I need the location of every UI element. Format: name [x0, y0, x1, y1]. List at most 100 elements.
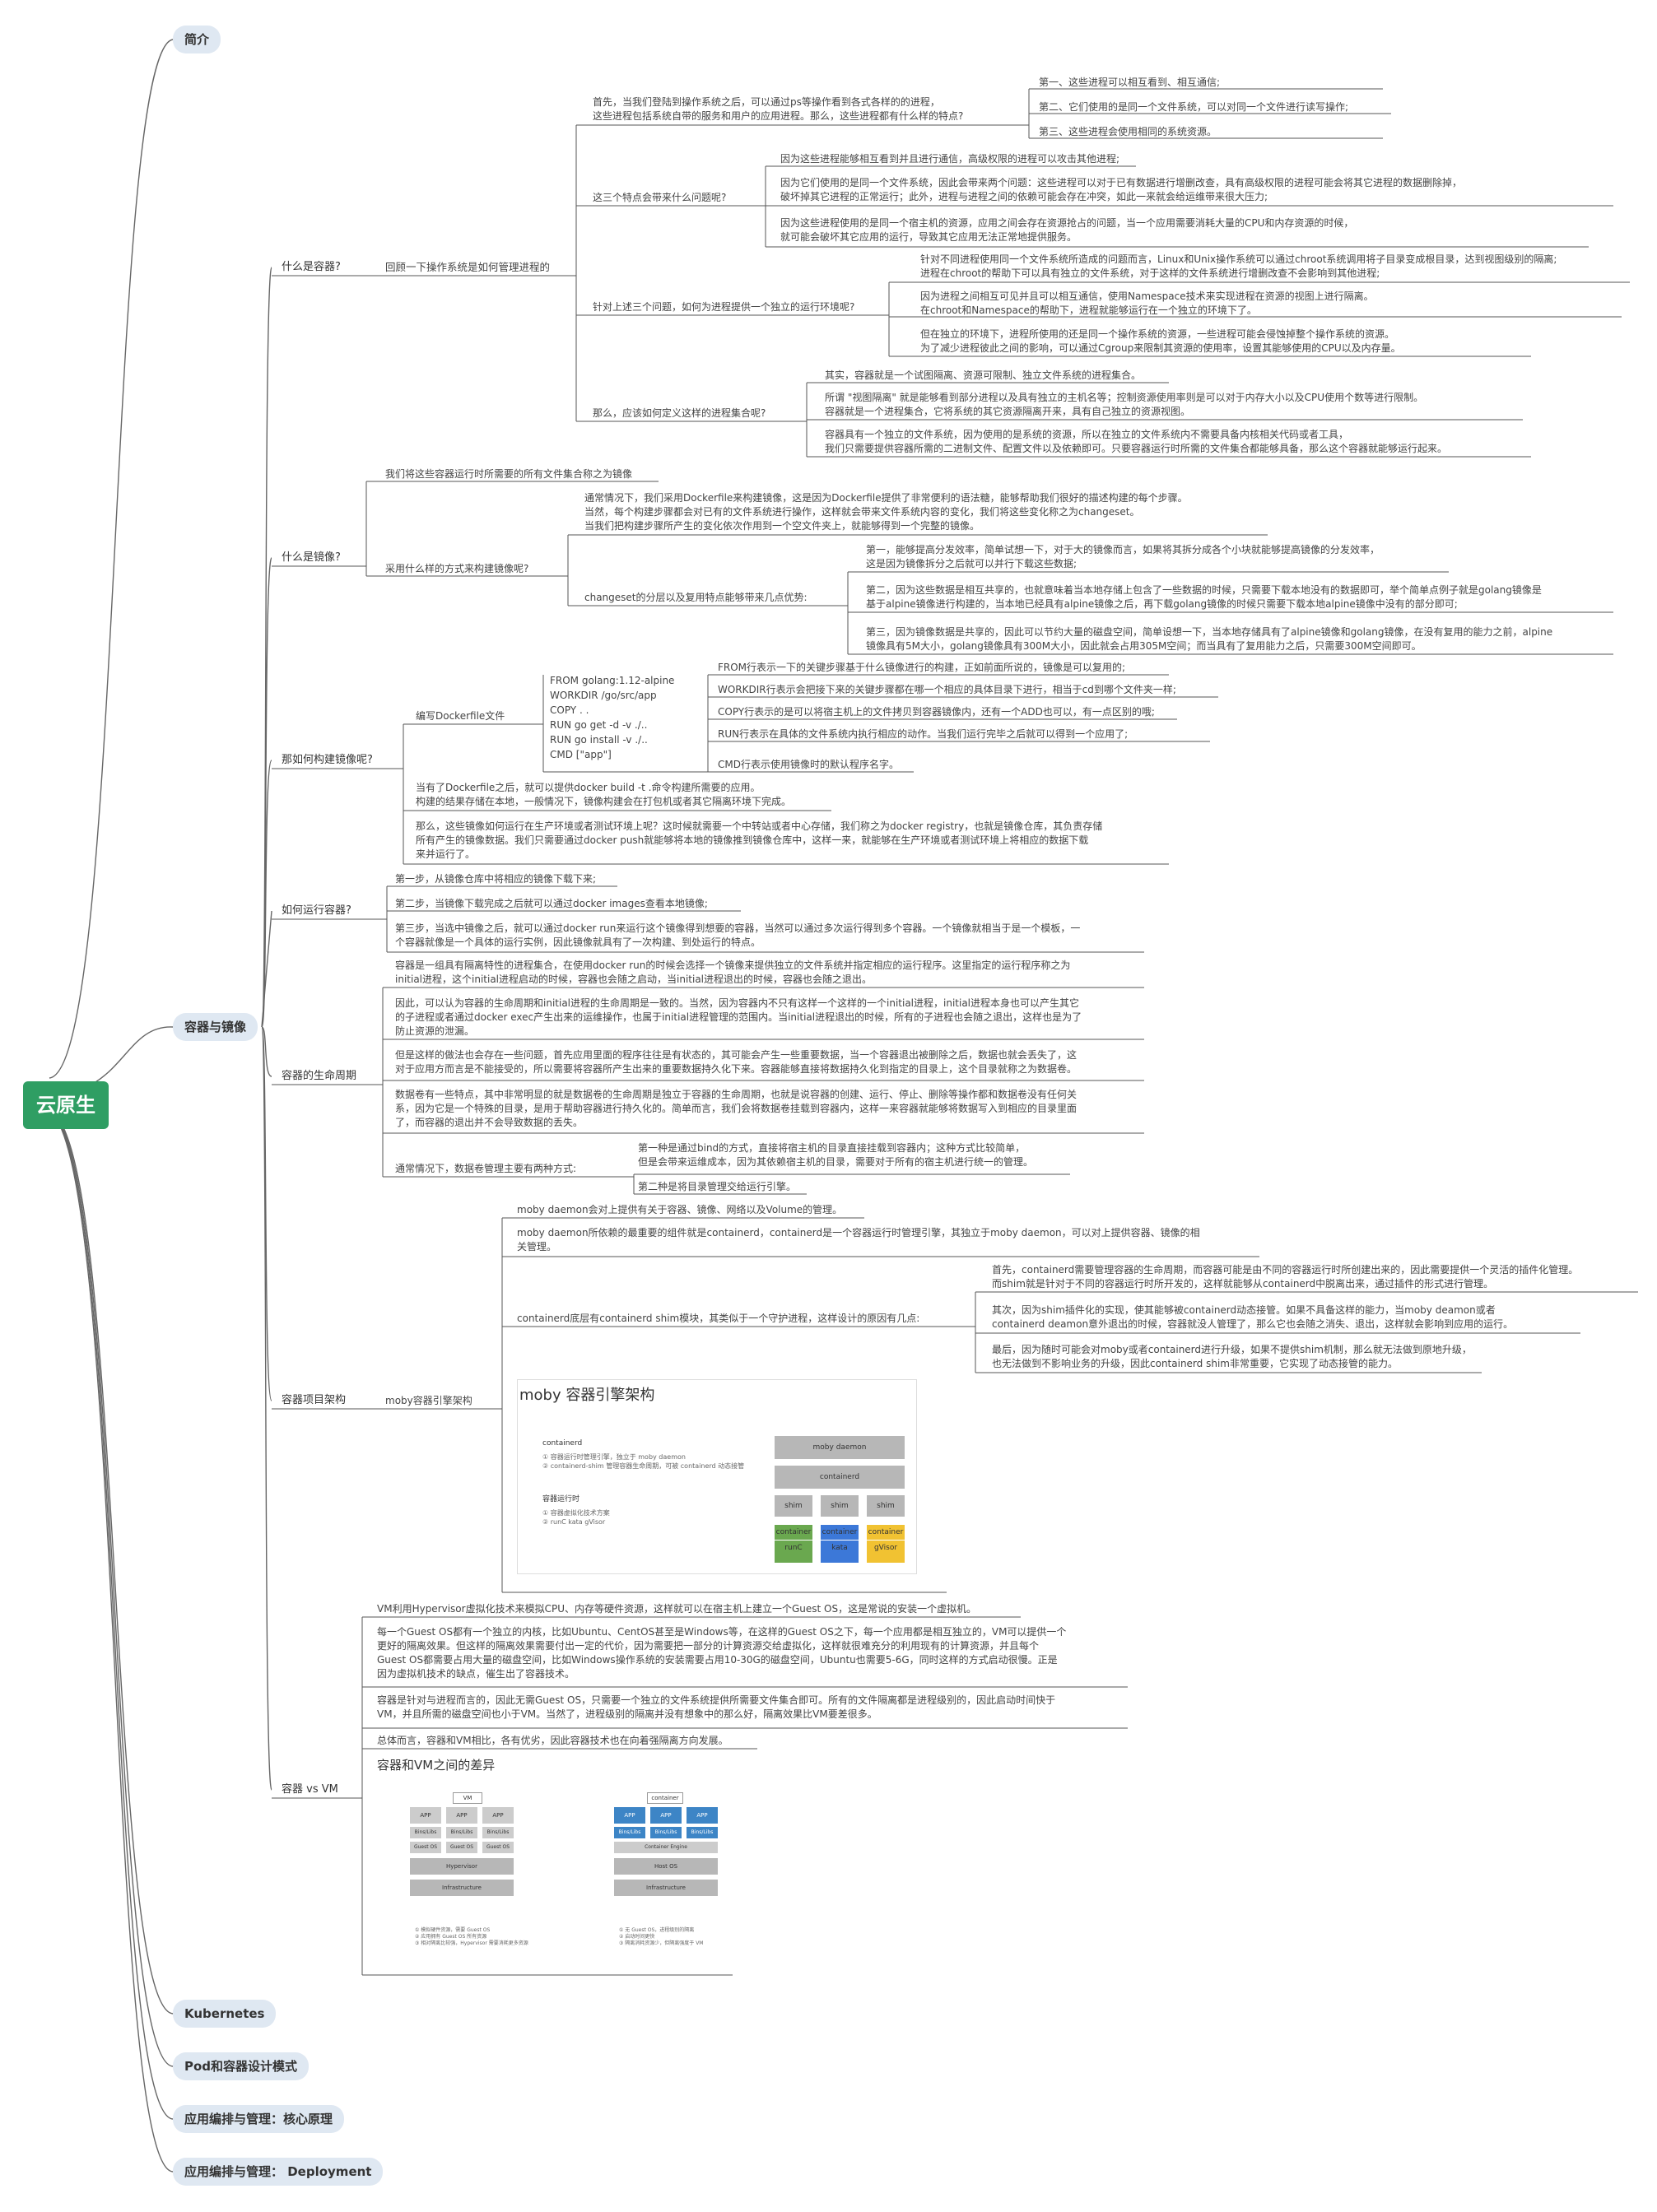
leaf-q2-1[interactable]: 因为这些进程能够相互看到并且进行通信，高级权限的进程可以攻击其他进程;: [780, 153, 1120, 165]
ct-bins-2: Bins/Libs: [650, 1827, 682, 1838]
vm-fig-title: 容器和VM之间的差异: [377, 1758, 496, 1773]
node-q2[interactable]: 这三个特点会带来什么问题呢?: [593, 192, 727, 203]
topic-intro[interactable]: 简介: [173, 26, 221, 53]
node-image-how[interactable]: 采用什么样的方式来构建镜像呢?: [385, 563, 529, 574]
leaf-q1-3[interactable]: 第三、这些进程会使用相同的系统资源。: [1039, 126, 1217, 137]
node-arch[interactable]: 容器项目架构: [282, 1394, 347, 1406]
vm-guest-1: Guest OS: [410, 1842, 441, 1853]
leaf-q2-2[interactable]: 因为它们使用的是同一个文件系统，因此会带来两个问题：这些进程可以对于已有数据进行…: [780, 177, 1463, 202]
ct-app-2: APP: [650, 1807, 682, 1824]
ct-fig-notes: ① 无 Guest OS，进程级别的隔离 ② 启动时间更快 ③ 隔离消耗资源少，…: [619, 1927, 704, 1946]
node-q3[interactable]: 针对上述三个问题，如何为进程提供一个独立的运行环境呢?: [593, 301, 855, 313]
leaf-copy[interactable]: COPY行表示的是可以将宿主机上的文件拷贝到容器镜像内，还有一个ADD也可以，有…: [718, 706, 1155, 718]
node-write-dockerfile[interactable]: 编写Dockerfile文件: [416, 710, 505, 722]
leaf-shim-2[interactable]: 其次，因为shim插件化的实现，使其能够被containerd动态接管。如果不具…: [992, 1304, 1514, 1330]
leaf-changeset-3[interactable]: 第三，因为镜像数据是共享的，因此可以节约大量的磁盘空间，简单设想一下，当本地存储…: [866, 626, 1553, 652]
node-volume-modes[interactable]: 通常情况下，数据卷管理主要有两种方式:: [395, 1163, 577, 1174]
leaf-shim-1[interactable]: 首先，containerd需要管理容器的生命周期，而容器可能是由不同的容器运行时…: [992, 1264, 1579, 1290]
leaf-vm-2[interactable]: 每一个Guest OS都有一个独立的内核，比如Ubuntu、CentOS甚至是W…: [377, 1626, 1067, 1680]
node-vm[interactable]: 容器 vs VM: [282, 1783, 338, 1796]
leaf-vm-1[interactable]: VM利用Hypervisor虚拟化技术来模拟CPU、内存等硬件资源，这样就可以在…: [377, 1603, 977, 1615]
vm-label-box: VM: [453, 1792, 482, 1804]
topic-core[interactable]: 应用编排与管理：核心原理: [173, 2105, 345, 2133]
leaf-changeset-2[interactable]: 第二，因为这些数据是相互共享的，也就意味着当本地存储上包含了一些数据的时候，只需…: [866, 584, 1542, 610]
leaf-life-3[interactable]: 但是这样的做法也会存在一些问题，首先应用里面的程序往往是有状态的，其可能会产生一…: [395, 1049, 1078, 1075]
leaf-changeset-1[interactable]: 第一，能够提高分发效率，简单试想一下，对于大的镜像而言，如果将其拆分成各个小块就…: [866, 544, 1380, 569]
moby-fig-runtime-label: 容器运行时: [542, 1495, 580, 1503]
vm-bins-2: Bins/Libs: [446, 1827, 477, 1838]
node-q4[interactable]: 那么，应该如何定义这样的进程集合呢?: [593, 407, 766, 419]
topic-deployment[interactable]: 应用编排与管理： Deployment: [173, 2158, 384, 2186]
leaf-run-step1[interactable]: 第一步，从镜像仓库中将相应的镜像下载下来;: [395, 873, 597, 885]
container-label-box: container: [647, 1792, 683, 1804]
leaf-moby-daemon[interactable]: moby daemon会对上提供有关于容器、镜像、网络以及Volume的管理。: [517, 1204, 843, 1215]
leaf-q3-1[interactable]: 针对不同进程使用同一个文件系统所造成的问题而言，Linux和Unix操作系统可以…: [920, 253, 1557, 279]
shim-box-3: shim: [867, 1495, 905, 1517]
leaf-containerd[interactable]: moby daemon所依赖的最重要的组件就是containerd，contai…: [517, 1227, 1200, 1252]
leaf-cmd[interactable]: CMD行表示使用镜像时的默认程序名字。: [718, 759, 899, 770]
leaf-vm-4[interactable]: 总体而言，容器和VM相比，各有优劣，因此容器技术也在向着强隔离方向发展。: [377, 1735, 728, 1746]
node-changeset[interactable]: changeset的分层以及复用特点能够带来几点优势:: [584, 592, 808, 603]
leaf-vm-3[interactable]: 容器是针对与进程而言的，因此无需Guest OS，只需要一个独立的文件系统提供所…: [377, 1694, 1056, 1720]
vm-bins-3: Bins/Libs: [482, 1827, 514, 1838]
node-image-def[interactable]: 我们将这些容器运行时所需要的所有文件集合称之为镜像: [385, 468, 633, 480]
node-moby[interactable]: moby容器引擎架构: [385, 1395, 472, 1406]
leaf-run-step2[interactable]: 第二步，当镜像下载完成之后就可以通过docker images查看本地镜像;: [395, 898, 708, 909]
node-lifecycle[interactable]: 容器的生命周期: [282, 1070, 357, 1082]
node-what-image[interactable]: 什么是镜像?: [282, 551, 341, 564]
shim-box-2: shim: [821, 1495, 859, 1517]
leaf-q4-3[interactable]: 容器具有一个独立的文件系统，因为使用的是系统的资源，所以在独立的文件系统内不需要…: [825, 429, 1448, 454]
ct-engine: Container Engine: [614, 1842, 718, 1853]
ct-host-os: Host OS: [614, 1858, 718, 1875]
topic-container-image[interactable]: 容器与镜像: [173, 1013, 258, 1041]
leaf-volume-bind[interactable]: 第一种是通过bind的方式，直接将宿主机的目录直接挂载到容器内；这种方式比较简单…: [638, 1142, 1034, 1168]
leaf-image-dockerfile[interactable]: 通常情况下，我们采用Dockerfile来构建镜像，这是因为Dockerfile…: [584, 492, 1188, 532]
dockerfile-code[interactable]: FROM golang:1.12-alpine WORKDIR /go/src/…: [550, 675, 675, 760]
node-shim[interactable]: containerd底层有containerd shim模块，其类似于一个守护进…: [517, 1313, 920, 1324]
node-q1[interactable]: 首先，当我们登陆到操作系统之后，可以通过ps等操作看到各式各样的的进程， 这些进…: [593, 96, 964, 122]
leaf-workdir[interactable]: WORKDIR行表示会把接下来的关键步骤都在哪一个相应的具体目录下进行，相当于c…: [718, 684, 1176, 695]
vm-vs-container-image: 容器和VM之间的差异 VM APP APP APP Bins/Libs Bins…: [377, 1754, 721, 1955]
ct-infrastructure: Infrastructure: [614, 1880, 718, 1896]
node-build-image[interactable]: 那如何构建镜像呢?: [282, 754, 373, 766]
vm-app-1: APP: [410, 1807, 441, 1824]
topic-pod[interactable]: Pod和容器设计模式: [173, 2052, 310, 2080]
node-what-container[interactable]: 什么是容器?: [282, 261, 341, 273]
leaf-q1-2[interactable]: 第二、它们使用的是同一个文件系统，可以对同一个文件进行读写操作;: [1039, 101, 1349, 113]
node-review[interactable]: 回顾一下操作系统是如何管理进程的: [385, 261, 551, 273]
vm-infrastructure: Infrastructure: [410, 1880, 514, 1896]
leaf-life-4[interactable]: 数据卷有一些特点，其中非常明显的就是数据卷的生命周期是独立于容器的生命周期，也就…: [395, 1089, 1078, 1128]
leaf-q2-3[interactable]: 因为这些进程使用的是同一个宿主机的资源，应用之间会存在资源抢占的问题，当一个应用…: [780, 217, 1354, 243]
ct-app-3: APP: [687, 1807, 718, 1824]
vm-guest-3: Guest OS: [482, 1842, 514, 1853]
vm-app-2: APP: [446, 1807, 477, 1824]
node-run-container[interactable]: 如何运行容器?: [282, 904, 351, 917]
leaf-docker-registry[interactable]: 那么，这些镜像如何运行在生产环境或者测试环境上呢？这时候就需要一个中转站或者中心…: [416, 820, 1103, 860]
leaf-shim-3[interactable]: 最后，因为随时可能会对moby或者containerd进行升级，如果不提供shi…: [992, 1344, 1472, 1369]
ct-app-1: APP: [614, 1807, 645, 1824]
vm-app-3: APP: [482, 1807, 514, 1824]
topic-kubernetes[interactable]: Kubernetes: [173, 2000, 277, 2028]
leaf-q4-1[interactable]: 其实，容器就是一个试图隔离、资源可限制、独立文件系统的进程集合。: [825, 369, 1142, 381]
vm-hypervisor: Hypervisor: [410, 1858, 514, 1875]
leaf-q1-1[interactable]: 第一、这些进程可以相互看到、相互通信;: [1039, 77, 1221, 88]
leaf-q4-2[interactable]: 所谓 "视图隔离" 就是能够看到部分进程以及具有独立的主机名等；控制资源使用率则…: [825, 392, 1424, 417]
leaf-life-1[interactable]: 容器是一组具有隔离特性的进程集合，在使用docker run的时候会选择一个镜像…: [395, 960, 1071, 985]
shim-box-1: shim: [775, 1495, 812, 1517]
moby-fig-containerd-label: containerd: [542, 1439, 583, 1448]
leaf-life-2[interactable]: 因此，可以认为容器的生命周期和initial进程的生命周期是一致的。当然，因为容…: [395, 997, 1082, 1037]
moby-architecture-image: moby 容器引擎架构 containerd ① 容器运行时管理引擎，独立于 m…: [517, 1379, 917, 1574]
leaf-from[interactable]: FROM行表示一下的关键步骤基于什么镜像进行的构建，正如前面所说的，镜像是可以复…: [718, 662, 1126, 673]
leaf-run-step3[interactable]: 第三步，当选中镜像之后，就可以通过docker run来运行这个镜像得到想要的容…: [395, 922, 1081, 948]
leaf-docker-build[interactable]: 当有了Dockerfile之后，就可以提供docker build -t .命令…: [416, 782, 792, 807]
moby-fig-title: moby 容器引擎架构: [519, 1387, 655, 1404]
root-topic[interactable]: 云原生: [23, 1081, 109, 1129]
leaf-q3-2[interactable]: 因为进程之间相互可见并且可以相互通信，使用Namespace技术来实现进程在资源…: [920, 290, 1374, 316]
leaf-volume-engine[interactable]: 第二种是将目录管理交给运行引擎。: [638, 1181, 797, 1192]
leaf-q3-3[interactable]: 但在独立的环境下，进程所使用的还是同一个操作系统的资源，一些进程可能会侵蚀掉整个…: [920, 328, 1401, 354]
leaf-run[interactable]: RUN行表示在具体的文件系统内执行相应的动作。当我们运行完毕之后就可以得到一个应…: [718, 728, 1129, 740]
